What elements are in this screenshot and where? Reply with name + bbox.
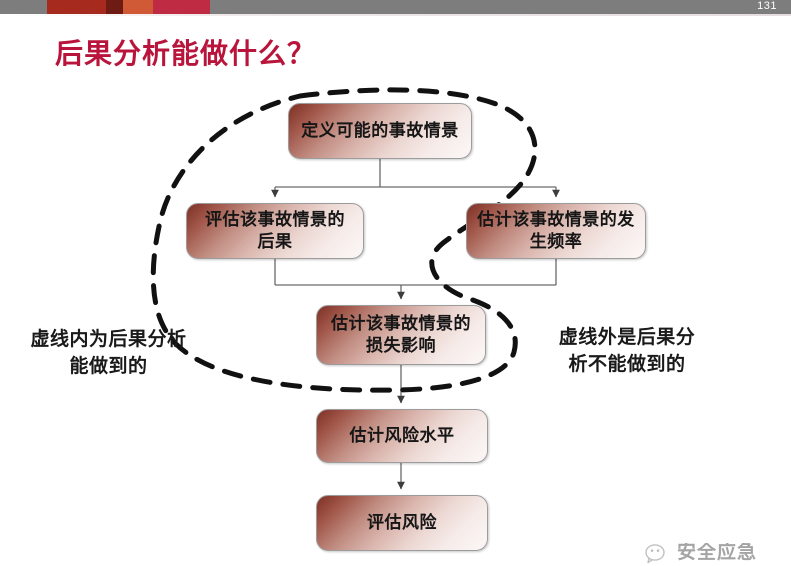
watermark-text: 安全应急 xyxy=(677,543,758,563)
flow-box-consequence[interactable]: 评估该事故情景的后果 xyxy=(186,203,364,259)
header-accent-segment-2 xyxy=(106,0,123,14)
annotation-inside-dashed: 虚线内为后果分析能做到的 xyxy=(30,329,187,377)
flow-box-frequency[interactable]: 估计该事故情景的发生频率 xyxy=(466,203,646,259)
annotation-outside-dashed: 虚线外是后果分析不能做到的 xyxy=(558,327,696,375)
header-underline xyxy=(0,14,791,16)
header-accent-segment-3 xyxy=(123,0,153,14)
watermark: 安全应急 xyxy=(645,543,785,566)
header-accent-segment-4 xyxy=(153,0,210,14)
flow-box-evaluate-risk[interactable]: 评估风险 xyxy=(316,495,488,551)
flow-box-risk-level[interactable]: 估计风险水平 xyxy=(316,409,488,463)
page-title: 后果分析能做什么？ xyxy=(55,38,317,69)
header-accent-segment-1 xyxy=(47,0,106,14)
wechat-icon xyxy=(645,544,665,564)
page-number: 131 xyxy=(757,0,777,12)
flow-box-loss[interactable]: 估计该事故情景的损失影响 xyxy=(316,305,486,365)
flow-box-define[interactable]: 定义可能的事故情景 xyxy=(288,103,472,159)
header-bar: 131 xyxy=(0,0,791,14)
